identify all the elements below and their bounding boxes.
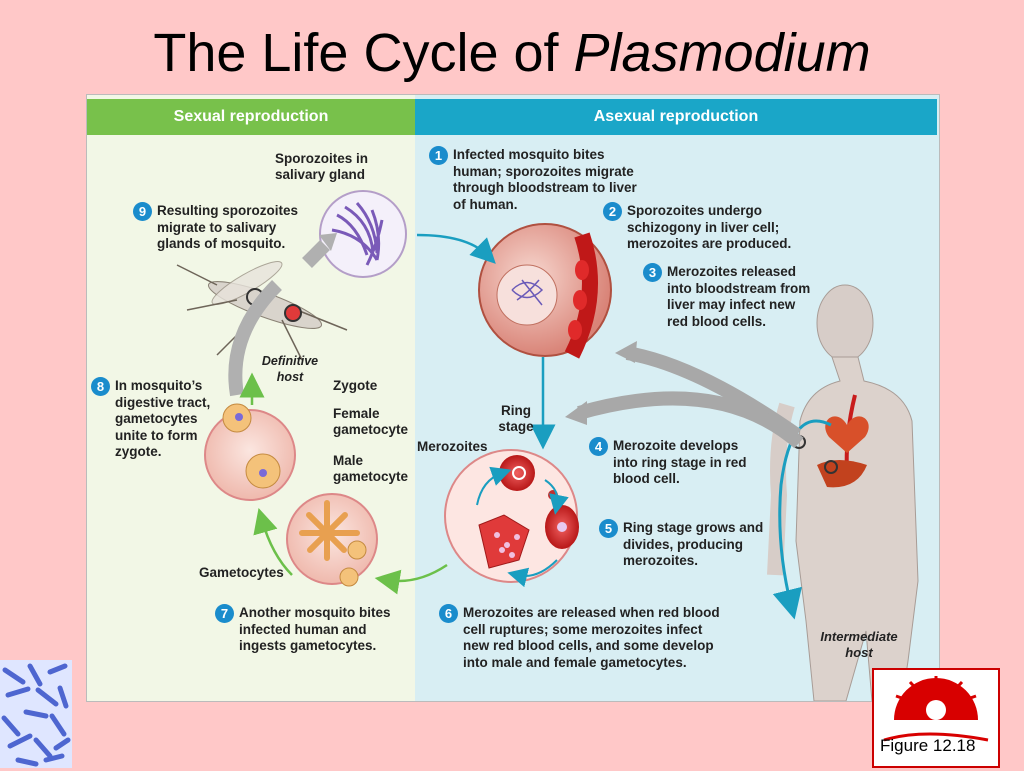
intermediate-host-label: Intermediate host <box>820 629 898 660</box>
step-1-text: Infected mosquito bites human; sporozoit… <box>453 147 637 212</box>
publisher-logo <box>872 668 1000 768</box>
digestive-tract-circle <box>204 403 296 501</box>
merozoites-label: Merozoites <box>417 439 488 454</box>
step-9-text: Resulting sporozoites migrate to salivar… <box>157 203 299 251</box>
step-2-badge: 2 <box>603 202 622 221</box>
bacteria-corner-image <box>0 660 72 768</box>
step-9: 9 Resulting sporozoites migrate to saliv… <box>133 202 319 253</box>
step-8: 8 In mosquito’s digestive tract, gametoc… <box>91 377 225 461</box>
step-6-badge: 6 <box>439 604 458 623</box>
sporozoites-label: Sporozoites in salivary gland <box>275 151 369 182</box>
salivary-gland-circle <box>319 190 407 278</box>
step-8-badge: 8 <box>91 377 110 396</box>
step-4: 4 Merozoite develops into ring stage in … <box>589 437 757 488</box>
gametocytes-circle <box>286 493 378 587</box>
step-2: 2 Sporozoites undergo schizogony in live… <box>603 202 817 253</box>
step-8-text: In mosquito’s digestive tract, gametocyt… <box>115 378 211 459</box>
ring-stage-label: Ring stage <box>498 403 534 434</box>
step-5: 5 Ring stage grows and divides, producin… <box>599 519 789 570</box>
step-9-badge: 9 <box>133 202 152 221</box>
step-6-text: Merozoites are released when red blood c… <box>463 605 720 670</box>
title-italic: Plasmodium <box>573 23 871 83</box>
definitive-host-label: Definitive host <box>261 354 319 384</box>
step-3: 3 Merozoites released into bloodstream f… <box>643 263 813 330</box>
figure-reference: Figure 12.18 <box>880 736 976 755</box>
step-4-badge: 4 <box>589 437 608 456</box>
step-1-badge: 1 <box>429 146 448 165</box>
step-6: 6 Merozoites are released when red blood… <box>439 604 731 671</box>
step-1: 1 Infected mosquito bites human; sporozo… <box>429 146 639 213</box>
step-5-text: Ring stage grows and divides, producing … <box>623 520 764 568</box>
red-blood-cell-circle <box>444 449 579 588</box>
step-5-badge: 5 <box>599 519 618 538</box>
asexual-header: Asexual reproduction <box>415 99 937 135</box>
life-cycle-figure: Sexual reproduction Asexual reproduction <box>86 94 940 702</box>
step-3-text: Merozoites released into bloodstream fro… <box>667 264 811 329</box>
liver-cell-circle <box>478 223 612 359</box>
step-7: 7 Another mosquito bites infected human … <box>215 604 411 655</box>
title-main: The Life Cycle of <box>153 23 574 83</box>
step-2-text: Sporozoites undergo schizogony in liver … <box>627 203 792 251</box>
human-figure <box>767 284 919 701</box>
zygote-label: Zygote <box>333 378 378 393</box>
sexual-header: Sexual reproduction <box>87 99 415 135</box>
step-7-text: Another mosquito bites infected human an… <box>239 605 391 653</box>
female-gametocyte-label: Female gametocyte <box>333 406 409 437</box>
gametocytes-label: Gametocytes <box>199 565 284 580</box>
slide-title: The Life Cycle of Plasmodium <box>0 22 1024 84</box>
male-gametocyte-label: Male gametocyte <box>333 453 409 484</box>
step-4-text: Merozoite develops into ring stage in re… <box>613 438 747 486</box>
diagram-art <box>176 190 919 701</box>
step-3-badge: 3 <box>643 263 662 282</box>
step-7-badge: 7 <box>215 604 234 623</box>
